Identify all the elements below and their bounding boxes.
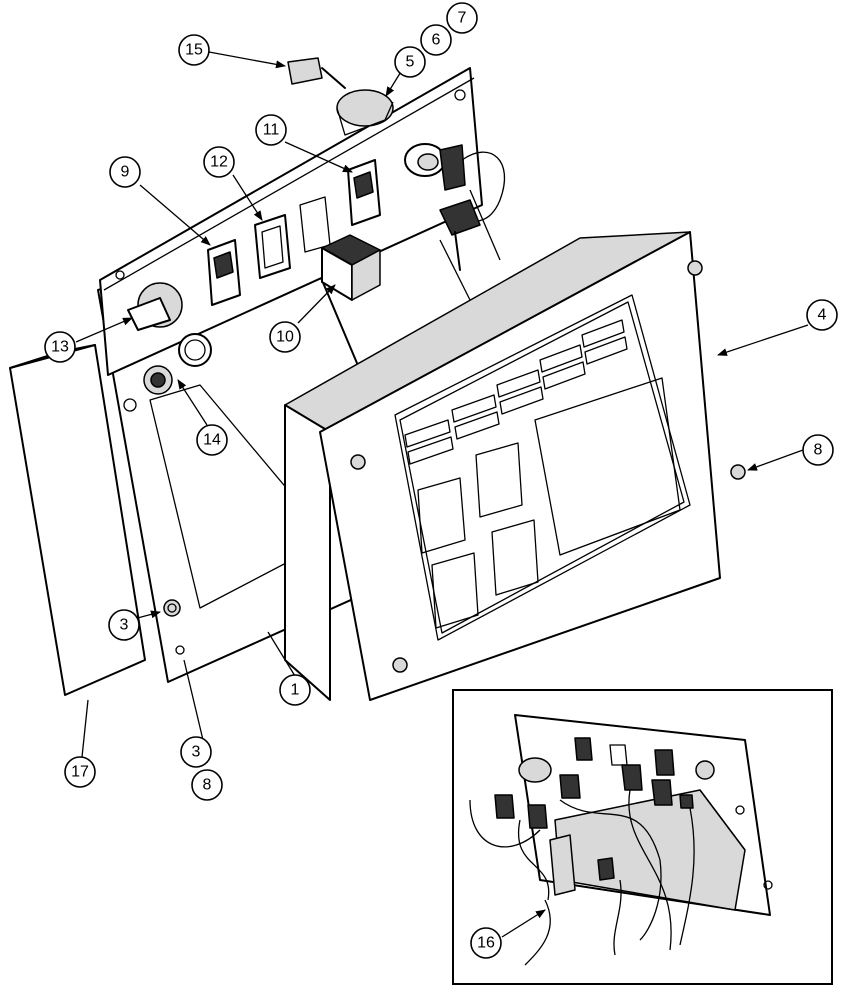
svg-text:7: 7	[458, 10, 467, 27]
svg-text:8: 8	[203, 777, 212, 794]
callout-6: 6	[420, 24, 452, 56]
exploded-switch	[321, 234, 381, 301]
callout-5: 5	[394, 46, 426, 78]
svg-text:8: 8	[814, 442, 823, 459]
svg-text:4: 4	[818, 307, 827, 324]
svg-text:15: 15	[185, 42, 203, 59]
leader-lines	[75, 51, 809, 938]
callout-15: 15	[178, 34, 210, 66]
callout-11: 11	[255, 114, 287, 146]
connector-plug	[287, 57, 346, 89]
svg-text:9: 9	[121, 164, 130, 181]
switch-plate	[99, 67, 483, 376]
callout-3-upper: 3	[108, 609, 140, 641]
callout-13: 13	[44, 331, 76, 363]
rear-wiring-inset	[452, 689, 833, 985]
svg-text:5: 5	[406, 54, 415, 71]
indicator-lamps	[143, 333, 212, 395]
callout-14: 14	[196, 424, 228, 456]
svg-text:13: 13	[51, 339, 69, 356]
svg-text:16: 16	[477, 935, 495, 952]
rocker-switch-right	[347, 159, 381, 226]
callout-8-right: 8	[802, 434, 834, 466]
svg-text:10: 10	[276, 329, 294, 346]
callout-3-lower: 3	[180, 736, 212, 768]
svg-text:17: 17	[71, 764, 89, 781]
svg-text:12: 12	[210, 154, 228, 171]
svg-text:3: 3	[192, 744, 201, 761]
callout-10: 10	[269, 321, 301, 353]
callout-1: 1	[279, 674, 311, 706]
callout-8-lower: 8	[191, 769, 223, 801]
svg-text:6: 6	[432, 32, 441, 49]
display-soft-keys	[404, 319, 681, 629]
callout-9: 9	[109, 156, 141, 188]
callout-16: 16	[470, 927, 502, 959]
display-module	[284, 231, 746, 701]
rocker-switch-left	[207, 239, 241, 306]
callout-12: 12	[203, 146, 235, 178]
svg-text:14: 14	[203, 432, 221, 449]
callout-7: 7	[446, 2, 478, 34]
callout-17: 17	[64, 756, 96, 788]
ignition-key	[439, 144, 506, 301]
callout-4: 4	[806, 299, 838, 331]
blank-switch-plug	[254, 214, 291, 279]
svg-text:3: 3	[120, 617, 129, 634]
svg-text:11: 11	[263, 122, 280, 139]
rotary-knob	[127, 282, 183, 331]
svg-text:1: 1	[291, 682, 300, 699]
